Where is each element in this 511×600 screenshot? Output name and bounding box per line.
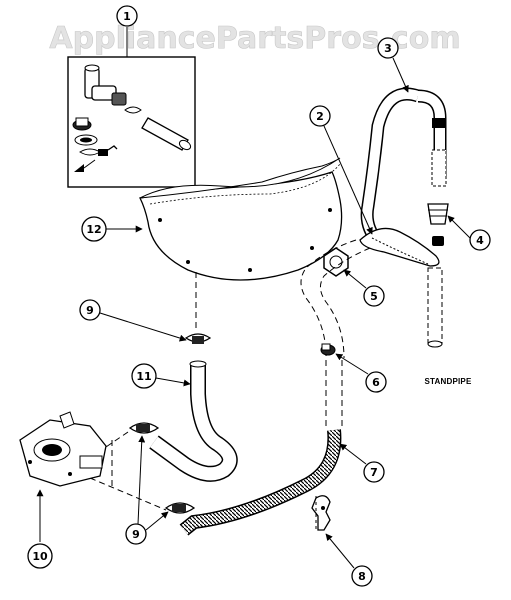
svg-text:5: 5	[370, 290, 378, 303]
watermark: AppliancePartsPros.com	[49, 21, 460, 56]
svg-text:4: 4	[476, 234, 484, 247]
part-9-clamp-left	[128, 422, 160, 434]
callout-9-upper: 9	[79, 299, 187, 342]
callout-8: 8	[325, 533, 373, 587]
svg-text:10: 10	[32, 550, 48, 563]
callout-11: 11	[131, 363, 191, 389]
callout-2: 2	[309, 105, 373, 235]
callout-9-lower: 9	[125, 435, 169, 545]
callout-5: 5	[343, 269, 385, 307]
part-9-clamp-upper	[184, 333, 212, 344]
part-1-inset	[67, 56, 196, 188]
svg-text:9: 9	[86, 304, 94, 317]
callout-4: 4	[447, 215, 491, 251]
inset-box	[67, 56, 196, 188]
svg-text:6: 6	[372, 376, 380, 389]
part-2-strap	[359, 227, 440, 267]
part-10-pump	[19, 411, 107, 487]
part-4-fitting	[427, 203, 449, 246]
callout-6: 6	[335, 353, 387, 393]
callout-12: 12	[81, 216, 143, 242]
part-12-tub	[139, 157, 343, 281]
svg-text:11: 11	[136, 370, 151, 383]
svg-text:12: 12	[86, 223, 101, 236]
callout-1: 1	[116, 5, 138, 57]
part-3-hose	[360, 87, 447, 247]
svg-text:3: 3	[384, 42, 392, 55]
part-6-clamp	[320, 343, 336, 356]
part-7-drain-hose	[179, 429, 342, 536]
standpipe-label: STANDPIPE	[425, 377, 472, 386]
part-9-clamp-lower	[164, 502, 196, 514]
part-11-elbow-hose	[149, 360, 238, 482]
callout-3: 3	[377, 37, 409, 93]
svg-text:2: 2	[316, 110, 324, 123]
standpipe	[427, 267, 443, 348]
callout-7: 7	[339, 443, 385, 483]
svg-text:7: 7	[370, 466, 378, 479]
callout-10: 10	[27, 489, 53, 569]
svg-text:1: 1	[123, 10, 131, 23]
svg-text:8: 8	[358, 570, 366, 583]
part-8-bracket	[311, 495, 331, 531]
svg-text:9: 9	[132, 528, 140, 541]
